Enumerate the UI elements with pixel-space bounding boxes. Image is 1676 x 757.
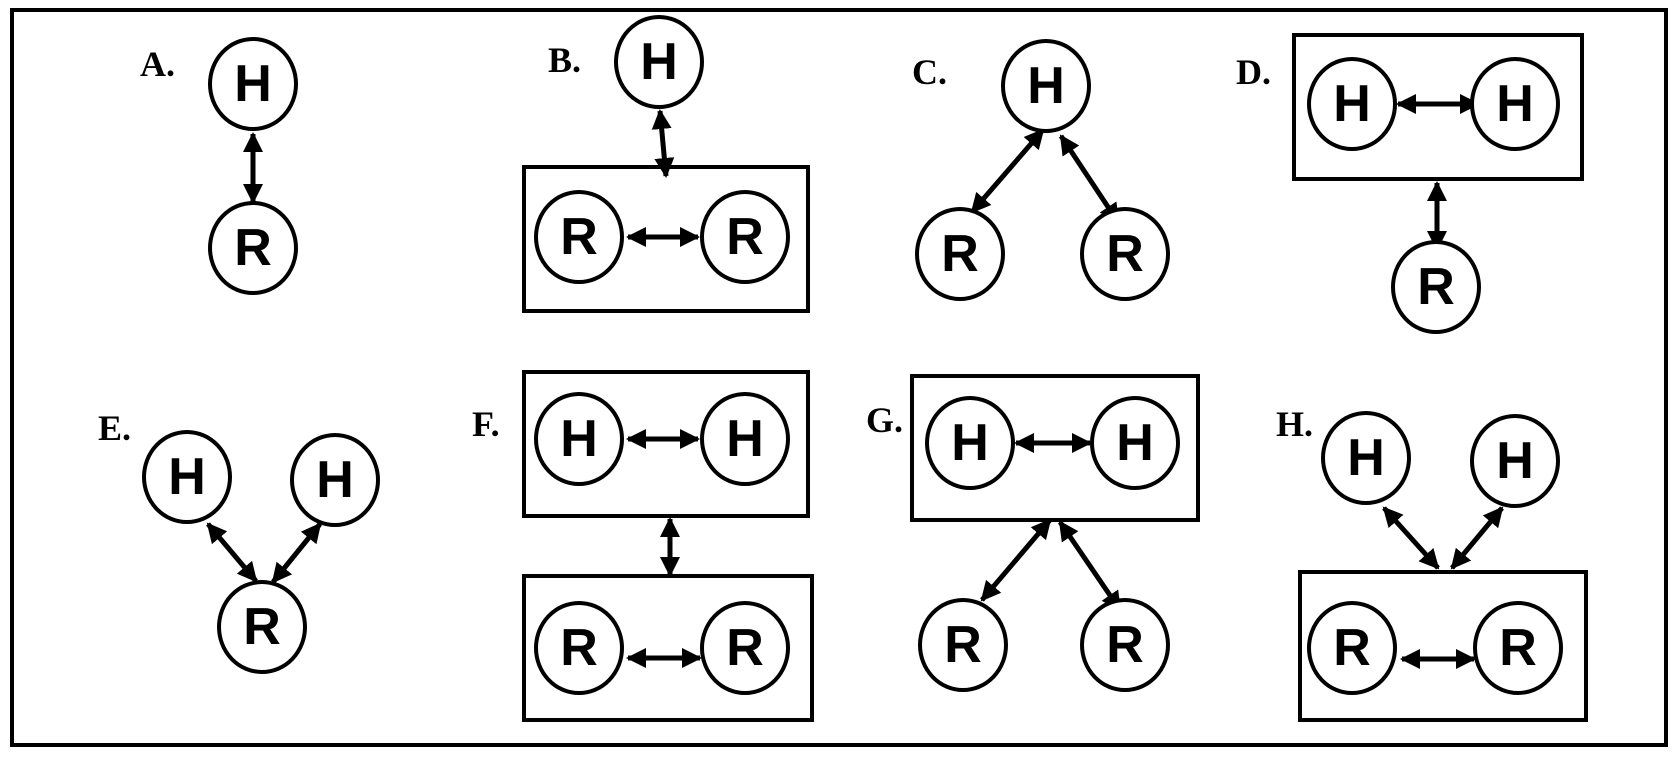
node-label: H bbox=[316, 451, 354, 509]
panel-e: E. H H R bbox=[98, 408, 380, 674]
panel-h: H. H H R R bbox=[1276, 404, 1588, 722]
robot-node: R bbox=[700, 601, 790, 695]
robot-node: R bbox=[1080, 598, 1170, 692]
node-label: H bbox=[1496, 432, 1534, 490]
panel-g: G. H H R R bbox=[866, 374, 1200, 692]
node-label: R bbox=[1333, 619, 1371, 677]
node-label: R bbox=[1106, 225, 1144, 283]
human-node: H bbox=[1090, 396, 1180, 490]
robot-node: R bbox=[915, 207, 1005, 301]
panel-letter: A. bbox=[140, 44, 175, 84]
panel-f: F. H H R R bbox=[472, 370, 814, 722]
node-label: R bbox=[1499, 619, 1537, 677]
human-node: H bbox=[1001, 39, 1091, 133]
node-label: H bbox=[1116, 414, 1154, 472]
link-arrow bbox=[980, 518, 1052, 602]
panel-letter: E. bbox=[98, 408, 131, 448]
panel-letter: B. bbox=[548, 40, 581, 80]
panel-b: B. H R R bbox=[522, 15, 810, 313]
robot-team-box bbox=[1298, 570, 1588, 722]
robot-node: R bbox=[208, 201, 298, 295]
link-arrow bbox=[1450, 506, 1504, 570]
robot-node: R bbox=[534, 601, 624, 695]
human-node: H bbox=[142, 430, 232, 524]
node-label: R bbox=[1417, 258, 1455, 316]
node-label: H bbox=[560, 410, 598, 468]
link-arrow bbox=[1058, 134, 1121, 224]
node-label: R bbox=[1106, 616, 1144, 674]
robot-node: R bbox=[217, 580, 307, 674]
panel-letter: H. bbox=[1276, 404, 1313, 444]
human-team-box bbox=[522, 370, 810, 518]
node-label: R bbox=[234, 219, 272, 277]
node-label: R bbox=[726, 619, 764, 677]
human-node: H bbox=[925, 396, 1015, 490]
node-label: H bbox=[1027, 57, 1065, 115]
robot-node: R bbox=[1391, 240, 1481, 334]
human-node: H bbox=[1470, 414, 1560, 508]
human-node: H bbox=[1307, 57, 1397, 151]
link-arrow bbox=[271, 522, 322, 584]
human-node: H bbox=[1321, 411, 1411, 505]
robot-node: R bbox=[700, 190, 790, 284]
human-node: H bbox=[208, 37, 298, 131]
node-label: H bbox=[1496, 75, 1534, 133]
panel-letter: C. bbox=[912, 52, 947, 92]
panel-letter: D. bbox=[1236, 52, 1271, 92]
node-label: H bbox=[951, 414, 989, 472]
node-label: R bbox=[941, 225, 979, 283]
node-label: R bbox=[560, 619, 598, 677]
link-arrow bbox=[1382, 506, 1440, 570]
node-label: H bbox=[1347, 429, 1385, 487]
node-label: H bbox=[640, 33, 678, 91]
human-team-box bbox=[1292, 33, 1584, 181]
link-arrow bbox=[970, 128, 1045, 214]
panel-a: A. H R bbox=[140, 37, 298, 295]
panel-c: C. H R R bbox=[912, 39, 1170, 301]
human-team-box bbox=[910, 374, 1200, 522]
panel-d: D. H H R bbox=[1236, 33, 1584, 334]
human-node: H bbox=[614, 15, 704, 109]
link-arrow bbox=[651, 109, 675, 178]
panel-letter: F. bbox=[472, 404, 500, 444]
figure-frame bbox=[10, 8, 1668, 747]
robot-node: R bbox=[1080, 207, 1170, 301]
panel-letter: G. bbox=[866, 400, 903, 440]
node-label: H bbox=[168, 448, 206, 506]
node-label: R bbox=[944, 616, 982, 674]
node-label: H bbox=[234, 55, 272, 113]
link-arrow bbox=[206, 522, 258, 583]
human-node: H bbox=[534, 392, 624, 486]
robot-node: R bbox=[1307, 601, 1397, 695]
node-label: R bbox=[560, 208, 598, 266]
node-label: H bbox=[1333, 75, 1371, 133]
robot-node: R bbox=[534, 190, 624, 284]
human-node: H bbox=[700, 392, 790, 486]
human-node: H bbox=[1470, 57, 1560, 151]
node-label: R bbox=[726, 208, 764, 266]
robot-node: R bbox=[1473, 601, 1563, 695]
link-arrow bbox=[1057, 520, 1123, 612]
robot-node: R bbox=[918, 598, 1008, 692]
node-label: R bbox=[243, 598, 281, 656]
node-label: H bbox=[726, 410, 764, 468]
human-node: H bbox=[290, 433, 380, 527]
